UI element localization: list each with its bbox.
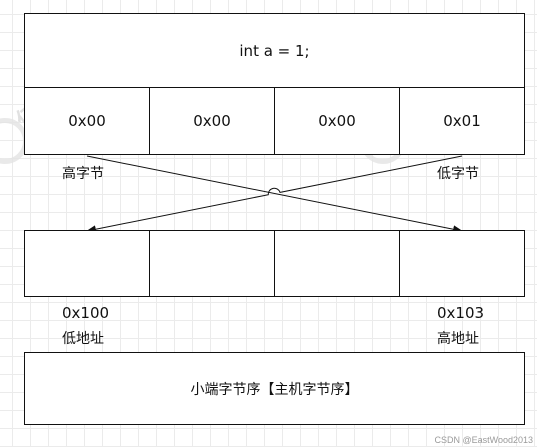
byte-cell: 0x01 (399, 87, 525, 155)
byte-order-title-block: 小端字节序【主机字节序】 (24, 352, 525, 425)
byte-cell: 0x00 (149, 87, 275, 155)
byte-order-title: 小端字节序【主机字节序】 (25, 353, 524, 424)
memory-cell (24, 230, 150, 297)
byte-cell: 0x00 (274, 87, 400, 155)
memory-cell (399, 230, 525, 297)
arrow-low-byte-to-low-address (86, 155, 463, 234)
arrow-high-byte-to-high-address (86, 155, 463, 234)
high-byte-label: 高字节 (62, 166, 104, 182)
memory-cell (149, 230, 275, 297)
low-byte-label: 低字节 (437, 166, 479, 182)
end-address-label: 0x103 (437, 304, 485, 322)
variable-declaration: int a = 1; (25, 14, 524, 88)
start-address-label: 0x100 (62, 304, 110, 322)
memory-cell (274, 230, 400, 297)
byte-cell: 0x00 (24, 87, 150, 155)
high-address-label: 高地址 (437, 331, 479, 347)
credit-text: CSDN @EastWood2013 (434, 435, 533, 445)
low-address-label: 低地址 (62, 331, 104, 347)
